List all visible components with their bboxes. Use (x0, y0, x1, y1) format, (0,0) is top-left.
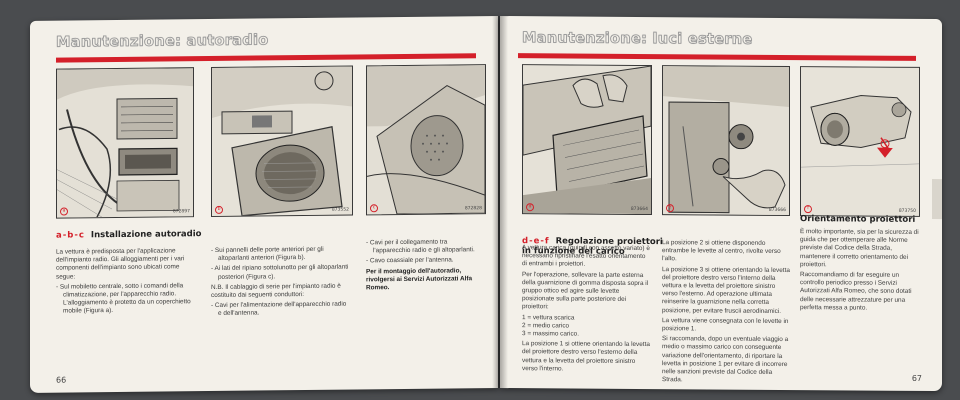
paragraph: La posizione 1 si ottiene orientando la … (522, 340, 650, 373)
figure-marker: c (370, 204, 378, 213)
section-letters: a-b-c (56, 230, 85, 241)
section-title: Installazione autoradio (90, 229, 202, 241)
text-column-3: È molto importante, sia per la sicurezza… (800, 228, 920, 315)
text-column-2: - Sui pannelli delle porte anteriori per… (211, 246, 349, 321)
paragraph: La vettura è predisposta per l'applicazi… (56, 247, 185, 281)
figure-code: 873552 (331, 207, 349, 213)
figure-a-dashboard-radio: 872897 a (56, 67, 194, 219)
manual-spread: Manutenzione: autoradio (30, 16, 942, 393)
page-title-left: Manutenzione: autoradio (56, 32, 269, 51)
figure-d-headlight-gasket: 873664 d (522, 64, 652, 216)
list-item: 3 = massimo carico. (522, 330, 580, 338)
paragraph: - Cavi per il collegamento tra l'apparec… (366, 238, 475, 255)
paragraph: N.B. Il cablaggio di serie per l'impiant… (211, 282, 341, 300)
door-speaker-illustration (212, 66, 352, 216)
rear-shelf-speaker-illustration (367, 65, 485, 215)
paragraph: La posizione 2 si ottiene disponendo ent… (662, 239, 781, 263)
text-column-1: La vettura è predisposta per l'applicazi… (56, 247, 198, 318)
figure-b-door-speaker: 873552 b (211, 65, 353, 218)
figure-marker: a (60, 207, 68, 216)
text-column-2: La posizione 2 si ottiene disponendo ent… (662, 239, 790, 387)
paragraph: Raccomandiamo di far eseguire un control… (800, 271, 912, 312)
headlight-aim-illustration (801, 67, 919, 216)
figure-f-headlight-aim: 873750 f (800, 66, 920, 217)
paragraph-bold: Per il montaggio dell'autoradio, rivolge… (366, 266, 473, 292)
title-rule-right (518, 53, 916, 61)
figure-code: 873664 (630, 206, 648, 213)
thumb-tab (932, 179, 942, 220)
headlight-illustration (523, 65, 651, 215)
figure-c-rear-shelf-speaker: 872828 c (366, 64, 486, 216)
figure-code: 873750 (898, 208, 916, 214)
headlight-lever-illustration (663, 66, 789, 216)
figure-code: 873666 (768, 207, 786, 213)
section-title: Orientamento proiettori (800, 214, 916, 225)
paragraph: - Ai lati del ripiano sottolunotto per g… (211, 263, 349, 281)
figure-e-headlight-lever: 873666 e (662, 65, 790, 217)
paragraph: - Sui pannelli delle porte anteriori per… (211, 245, 324, 263)
paragraph: È molto importante, sia per la sicurezza… (800, 228, 919, 269)
paragraph: Si raccomanda, dopo un eventuale viaggio… (662, 335, 789, 384)
section-heading-autoradio: a-b-c Installazione autoradio (56, 229, 202, 241)
page-title-right: Manutenzione: luci esterne (522, 30, 753, 49)
paragraph: La vettura viene consegnata con le levet… (662, 316, 789, 333)
page-right: Manutenzione: luci esterne 873664 d (500, 16, 942, 392)
dashboard-illustration (57, 68, 193, 218)
paragraph: - Sul mobiletto centrale, sotto i comand… (56, 282, 191, 315)
title-rule-left (56, 53, 476, 63)
page-left: Manutenzione: autoradio (30, 16, 498, 393)
section-heading-orientamento: Orientamento proiettori (800, 214, 915, 225)
figure-marker: e (666, 204, 674, 213)
figure-marker: f (804, 205, 812, 214)
text-column-3: - Cavi per il collegamento tra l'apparec… (366, 238, 486, 294)
paragraph: - Cavi per l'alimentazione dell'apparecc… (211, 300, 347, 318)
paragraph: A vettura carica (quindi con assetto var… (522, 244, 650, 269)
figure-code: 872897 (172, 209, 190, 215)
page-number-right: 67 (911, 373, 922, 383)
figure-marker: b (215, 205, 223, 214)
figure-code: 872828 (464, 206, 482, 212)
text-column-1: A vettura carica (quindi con assetto var… (522, 244, 650, 376)
page-number-left: 66 (56, 375, 67, 385)
paragraph: La posizione 3 si ottiene orientando la … (662, 265, 790, 315)
figure-marker: d (526, 203, 534, 212)
paragraph: Per l'operazione, sollevare la parte est… (522, 270, 649, 311)
paragraph: - Cavo coassiale per l'antenna. (366, 256, 454, 265)
